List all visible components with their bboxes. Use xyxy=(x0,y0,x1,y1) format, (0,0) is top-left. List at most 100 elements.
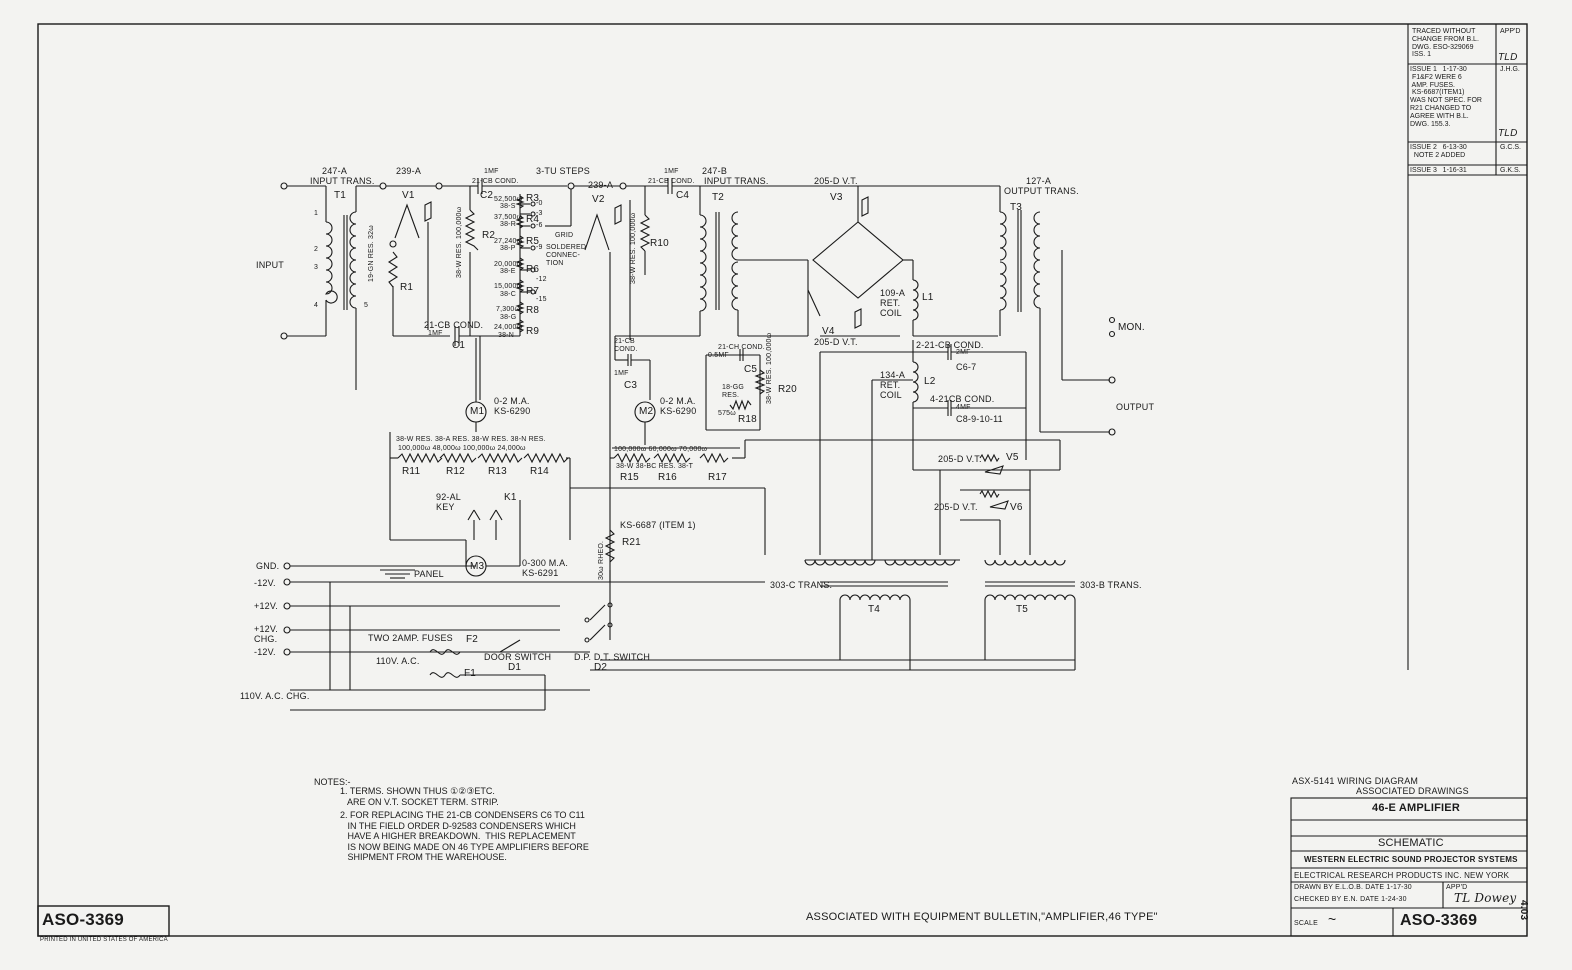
c6-7-mf: 2MF xyxy=(956,349,971,356)
notes-heading: NOTES:- xyxy=(314,777,351,787)
c4-type: 1MF xyxy=(664,168,679,175)
r8-type: 38-G xyxy=(500,314,517,321)
title-drawn: DRAWN BY E.L.O.B. DATE 1-17-30 xyxy=(1294,884,1412,891)
r3-type: 38-S xyxy=(500,203,516,210)
r6-value: 20,000ω xyxy=(494,261,523,268)
res-row-2-values: 100,000ω 60,000ω 70,000ω xyxy=(614,446,708,453)
grid-label: GRID xyxy=(555,232,574,239)
t1-term-2: 2 xyxy=(314,246,319,253)
r18-label: R18 xyxy=(738,414,757,425)
v5-v6-tubes xyxy=(764,453,1060,555)
r2-desc: 38-W RES. 100,000ω xyxy=(456,206,463,278)
t1-term-1: 1 xyxy=(314,210,319,217)
res-row-1-values: 100,000ω 48,000ω 100,000ω 24,000ω xyxy=(398,445,526,452)
l1-desc: 109-A RET. COIL xyxy=(880,288,906,318)
r16-label: R16 xyxy=(658,472,677,483)
title-company: ELECTRICAL RESEARCH PRODUCTS INC. NEW YO… xyxy=(1294,871,1510,880)
c5-r18-r20 xyxy=(705,349,766,431)
r4-value: 37,500ω xyxy=(494,214,523,221)
mon-label: MON. xyxy=(1118,322,1145,333)
r9-value: 24,000ω xyxy=(494,324,523,331)
output-label: OUTPUT xyxy=(1116,402,1155,412)
res-row-2-types: 38-W 38-BC RES. 38-T xyxy=(616,463,694,470)
c4-desc: 21-CB COND. xyxy=(648,178,695,185)
title-associated: ASSOCIATED DRAWINGS xyxy=(1356,786,1469,796)
tap-3: -3 xyxy=(536,210,543,217)
t4-desc: 303-C TRANS. xyxy=(770,580,833,590)
t1-desc: INPUT TRANS. xyxy=(310,176,375,186)
printed-in-label: PRINTED IN UNITED STATES OF AMERICA xyxy=(40,937,168,943)
c8-11-desc: 4-21CB COND. xyxy=(930,394,995,404)
c5-label: C5 xyxy=(744,364,758,375)
tu-steps-label: 3-TU STEPS xyxy=(536,166,591,176)
t2-desc: INPUT TRANS. xyxy=(704,176,769,186)
l2-desc: 134-A RET. COIL xyxy=(880,370,906,400)
title-checked: CHECKED BY E.N. DATE 1-24-30 xyxy=(1294,896,1407,903)
t1-term-3: 3 xyxy=(314,264,319,271)
t1-label: T1 xyxy=(334,190,347,201)
r4-type: 38-R xyxy=(500,221,516,228)
c6-7-label: C6-7 xyxy=(956,362,977,372)
m3-desc: 0-300 M.A. KS-6291 xyxy=(522,558,569,578)
r17-label: R17 xyxy=(708,472,727,483)
r1-desc: 19-GN RES. 32ω xyxy=(368,225,375,282)
d2-label: D2 xyxy=(594,662,608,673)
soldered-connection-label: SOLDERED CONNEC- TION xyxy=(546,244,587,267)
dpdt-switch-label: D.P. D.T. SWITCH xyxy=(574,652,651,662)
v1-type: 239-A xyxy=(396,166,422,176)
c8-11-mf: 4MF xyxy=(956,404,971,411)
title-appd: APP'D xyxy=(1446,884,1468,891)
title-signature: TL Dowey xyxy=(1454,891,1517,905)
r7-value: 15,000ω xyxy=(494,283,523,290)
pos-12v-chg-label: +12V. CHG. xyxy=(254,624,278,644)
r13-label: R13 xyxy=(488,466,507,477)
t5-label: T5 xyxy=(1016,604,1029,615)
title-block-lines xyxy=(1290,797,1528,937)
r14-label: R14 xyxy=(530,466,549,477)
title-scale: SCALE xyxy=(1294,920,1318,927)
scale-symbol: ~ xyxy=(1328,911,1337,927)
revision-app-2: TLD xyxy=(1498,128,1518,139)
c2-label: C2 xyxy=(480,190,494,201)
tap-6: -6 xyxy=(536,222,543,229)
tap-0: -0 xyxy=(536,200,543,207)
l2-label: L2 xyxy=(924,376,936,387)
c8-11-label: C8-9-10-11 xyxy=(956,414,1003,424)
r18-value: 575ω xyxy=(718,410,736,417)
r7-label: R7 xyxy=(526,286,540,297)
t3-desc: OUTPUT TRANS. xyxy=(1004,186,1079,196)
r10-label: R10 xyxy=(650,238,669,249)
neg-12v-label: -12V. xyxy=(254,578,276,588)
note-1: 1. TERMS. SHOWN THUS ①②③ETC. ARE ON V.T.… xyxy=(340,786,499,807)
r2-label: R2 xyxy=(482,230,496,241)
side-number: 4.03 xyxy=(1518,900,1529,921)
gnd-label: GND. xyxy=(256,561,280,571)
t5-desc: 303-B TRANS. xyxy=(1080,580,1142,590)
f2-label: F2 xyxy=(466,634,479,645)
power-supply-wiring xyxy=(283,500,1075,711)
m1-label: M1 xyxy=(470,406,485,417)
c3-mf: 1MF xyxy=(614,370,629,377)
v3-label: V3 xyxy=(830,192,843,203)
r5-type: 38-P xyxy=(500,245,516,252)
v2-tube xyxy=(574,182,668,640)
r7-type: 38-C xyxy=(500,291,516,298)
d1-label: D1 xyxy=(508,662,522,673)
v6-type: 205-D V.T. xyxy=(934,502,978,512)
c2-r2 xyxy=(464,178,567,400)
r9-type: 38-N xyxy=(498,332,514,339)
note-2: 2. FOR REPLACING THE 21-CB CONDENSERS C6… xyxy=(340,810,589,862)
r20-desc: 38-W RES. 100,000ω xyxy=(766,332,773,404)
m2-desc: 0-2 M.A. KS-6290 xyxy=(660,396,697,416)
v4-type: 205-D V.T. xyxy=(814,337,858,347)
c1-label: C1 xyxy=(452,340,466,351)
revision-block-lines xyxy=(1407,24,1527,670)
r15-label: R15 xyxy=(620,472,639,483)
l1-label: L1 xyxy=(922,292,934,303)
revision-app-1: TLD xyxy=(1498,52,1518,63)
bias-resistor-row-2 xyxy=(570,439,1061,489)
revision-traced: TRACED WITHOUT CHANGE FROM B.L. DWG. ESO… xyxy=(1412,28,1479,59)
r18-desc: 18-GG RES. xyxy=(722,384,745,399)
c2-type: 1MF xyxy=(484,168,499,175)
